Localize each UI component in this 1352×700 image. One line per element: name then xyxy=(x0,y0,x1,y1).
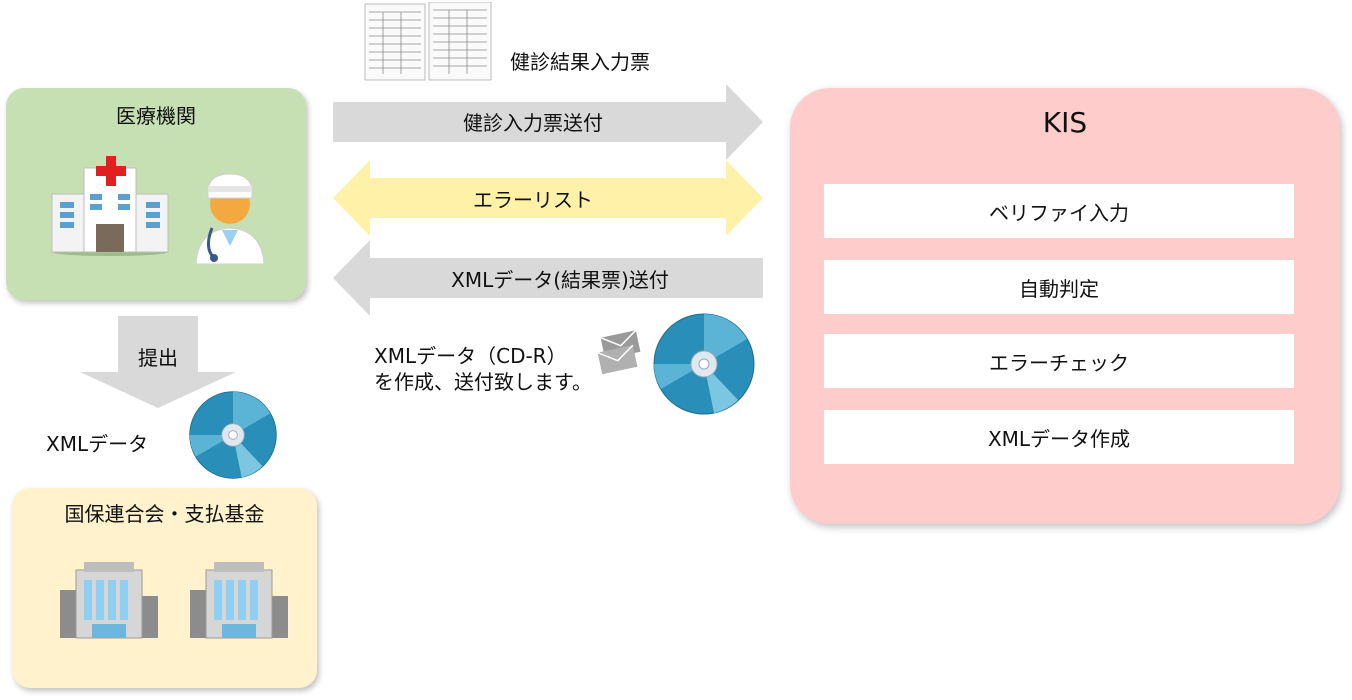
kokuho-box: 国保連合会・支払基金 xyxy=(12,488,317,688)
submit-label: 提出 xyxy=(138,346,178,370)
doctor-icon xyxy=(195,173,265,264)
hospital-building-icon xyxy=(51,156,169,256)
office-building-icon xyxy=(60,562,158,639)
office-building-icon-2 xyxy=(190,562,288,639)
xml-data-label: XMLデータ xyxy=(46,432,149,456)
kokuho-title: 国保連合会・支払基金 xyxy=(64,502,265,526)
xml-send-arrow xyxy=(333,240,763,316)
kis-step-verify: ベリファイ入力 xyxy=(824,184,1294,238)
cd-small-icon xyxy=(189,391,277,479)
form-label: 健診結果入力票 xyxy=(510,50,650,74)
form-sheets-icon xyxy=(364,2,492,81)
cd-disc-icon xyxy=(653,313,755,415)
hospital-title: 医療機関 xyxy=(116,104,196,128)
cd-note-line1: XMLデータ（CD-R） xyxy=(374,344,567,368)
hospital-box: 医療機関 xyxy=(6,88,306,300)
kis-title: KIS xyxy=(1042,106,1088,139)
kis-step-auto-judge: 自動判定 xyxy=(824,260,1294,314)
envelope-icon xyxy=(597,330,641,374)
error-list-label: エラーリスト xyxy=(473,188,593,212)
send-form-label: 健診入力票送付 xyxy=(463,111,603,135)
submit-arrow xyxy=(80,316,236,408)
kis-box: KIS ベリファイ入力 自動判定 エラーチェック XMLデータ作成 xyxy=(790,88,1340,524)
send-form-arrow xyxy=(333,84,763,160)
xml-send-label: XMLデータ(結果票)送付 xyxy=(451,268,669,292)
cd-note-line2: を作成、送付致します。 xyxy=(374,370,592,394)
error-list-arrow xyxy=(333,160,763,236)
kis-step-xml-create: XMLデータ作成 xyxy=(824,410,1294,464)
kis-step-error-check: エラーチェック xyxy=(824,334,1294,388)
